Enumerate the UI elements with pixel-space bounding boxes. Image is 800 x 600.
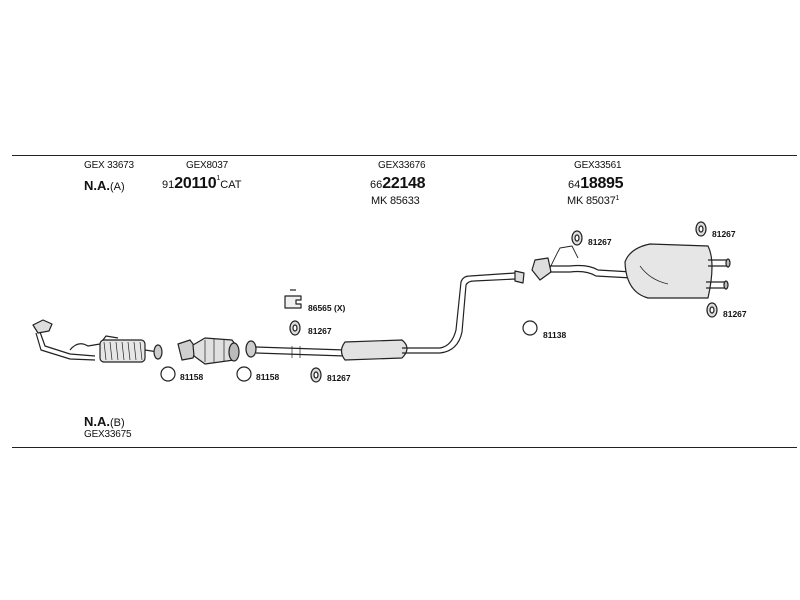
catalyst-superscript: 1 bbox=[216, 175, 221, 182]
gasket-81158-a-icon bbox=[160, 366, 176, 382]
top-divider bbox=[12, 155, 797, 156]
middle-pipe-number-row: 6622148 bbox=[370, 175, 426, 192]
catalyst-number: 20110 bbox=[174, 175, 217, 192]
group-b-na: N.A. bbox=[84, 414, 110, 429]
hanger-ring-81267-rear-a-icon bbox=[571, 230, 583, 246]
catalyst-tag: CAT bbox=[220, 179, 242, 191]
part-label-81267-rear-b: 81267 bbox=[712, 229, 736, 239]
part-label-81267-rear-a: 81267 bbox=[588, 237, 612, 247]
clamp-86565-icon bbox=[284, 289, 302, 309]
hanger-ring-81267-mid-icon bbox=[289, 320, 301, 336]
middle-pipe-code: GEX33676 bbox=[378, 160, 426, 171]
gasket-81158-b-icon bbox=[236, 366, 252, 382]
group-a-suffix: (A) bbox=[110, 181, 125, 193]
group-a-na: N.A. bbox=[84, 178, 110, 193]
rear-silencer-mk-row: MK 850371 bbox=[567, 195, 620, 207]
middle-pipe-mk: MK 85633 bbox=[371, 195, 420, 207]
part-label-81158-b: 81158 bbox=[256, 372, 279, 382]
catalytic-converter bbox=[177, 337, 240, 365]
group-b-code: GEX33675 bbox=[84, 429, 132, 440]
group-b-suffix: (B) bbox=[110, 417, 125, 429]
part-label-86565: 86565 (X) bbox=[308, 303, 345, 313]
part-label-81267-mid: 81267 bbox=[308, 326, 332, 336]
group-b-title: N.A.(B) bbox=[84, 414, 125, 430]
part-label-81138: 81138 bbox=[543, 330, 566, 340]
rear-silencer-superscript: 1 bbox=[615, 195, 620, 202]
part-label-81158-a: 81158 bbox=[180, 372, 203, 382]
middle-pipe-number: 22148 bbox=[382, 175, 426, 192]
part-label-81267-low: 81267 bbox=[327, 373, 351, 383]
rear-silencer-prefix: 64 bbox=[568, 179, 581, 191]
hanger-ring-81267-low-icon bbox=[310, 367, 322, 383]
group-a-title: N.A.(A) bbox=[84, 178, 125, 194]
rear-silencer-number-row: 6418895 bbox=[568, 175, 624, 192]
gasket-81138-icon bbox=[522, 320, 538, 336]
rear-silencer-code: GEX33561 bbox=[574, 160, 622, 171]
bottom-divider bbox=[12, 447, 797, 448]
rear-silencer-number: 18895 bbox=[580, 175, 624, 192]
middle-pipe-prefix: 66 bbox=[370, 179, 383, 191]
hanger-ring-81267-rear-c-icon bbox=[706, 302, 718, 318]
catalyst-prefix: 91 bbox=[162, 179, 175, 191]
rear-silencer bbox=[531, 243, 731, 299]
hanger-ring-81267-rear-b-icon bbox=[695, 221, 707, 237]
catalyst-code: GEX8037 bbox=[186, 160, 228, 171]
rear-silencer-mk: MK 85037 bbox=[567, 195, 616, 207]
front-downpipe bbox=[32, 319, 163, 363]
group-a-code: GEX 33673 bbox=[84, 160, 134, 171]
middle-pipe bbox=[245, 270, 525, 361]
part-label-81267-rear-c: 81267 bbox=[723, 309, 747, 319]
catalyst-number-row: 91201101CAT bbox=[162, 175, 242, 192]
